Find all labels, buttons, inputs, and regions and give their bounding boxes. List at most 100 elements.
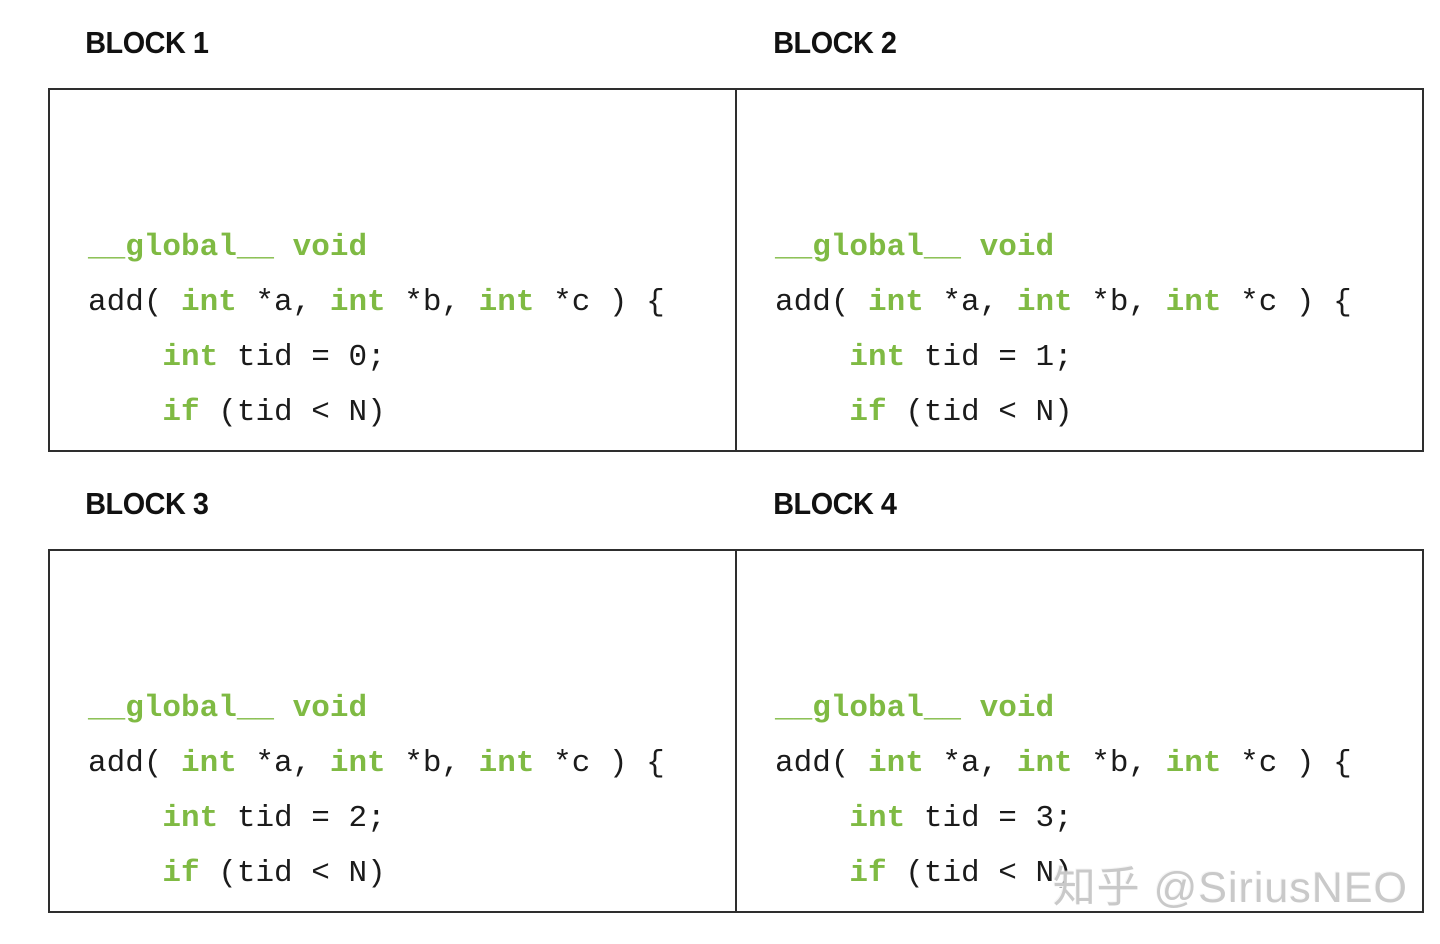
code-keyword: int	[1016, 285, 1073, 320]
code-text: *b,	[1072, 746, 1166, 781]
code-line: __global__ void	[88, 681, 727, 736]
code-keyword: int	[162, 340, 219, 375]
code-line: int tid = 0;	[88, 330, 727, 385]
code-text: add(	[88, 285, 182, 320]
block-4-label: BLOCK 4	[773, 486, 897, 521]
code-keyword: int	[162, 801, 219, 836]
code-text: *b,	[385, 285, 479, 320]
code-text	[775, 340, 849, 375]
code-line: int tid = 3;	[775, 791, 1414, 846]
code-text: tid = 3;	[905, 801, 1073, 836]
code-keyword: int	[329, 285, 386, 320]
code-keyword: int	[181, 285, 237, 320]
code-keyword: int	[478, 285, 535, 320]
code-text: (tid < N)	[886, 395, 1073, 430]
code-keyword: __global__	[88, 691, 275, 726]
block-2-label: BLOCK 2	[773, 25, 897, 60]
code-keyword: void	[292, 230, 368, 265]
code-keyword: if	[849, 395, 887, 430]
code-line: int tid = 1;	[775, 330, 1414, 385]
code-text: *a,	[923, 746, 1017, 781]
code-text: add(	[775, 746, 869, 781]
code-keyword: int	[181, 746, 237, 781]
code-text: *a,	[236, 285, 330, 320]
code-text: add(	[775, 285, 869, 320]
code-line: add( int *a, int *b, int *c ) {	[775, 275, 1414, 330]
code-text: *c ) {	[1221, 746, 1352, 781]
code-text: *c ) {	[534, 285, 665, 320]
code-line: int tid = 2;	[88, 791, 727, 846]
code-keyword: int	[849, 801, 906, 836]
code-line: c[tid] = a[tid] + b[tid];	[88, 440, 727, 450]
code-line: if (tid < N)	[88, 846, 727, 901]
code-line: if (tid < N)	[775, 385, 1414, 440]
code-keyword: int	[1165, 285, 1222, 320]
code-line: c[tid] = a[tid] + b[tid];	[88, 901, 727, 911]
code-line: __global__ void	[775, 220, 1414, 275]
code-line: c[tid] = a[tid] + b[tid];	[775, 440, 1414, 450]
code-line: if (tid < N)	[775, 846, 1414, 901]
code-text: *b,	[385, 746, 479, 781]
code-text	[775, 801, 849, 836]
code-line: __global__ void	[775, 681, 1414, 736]
code-keyword: if	[162, 395, 200, 430]
code-text: *c ) {	[534, 746, 665, 781]
code-keyword: void	[979, 230, 1055, 265]
code-line: add( int *a, int *b, int *c ) {	[88, 736, 727, 791]
block-3-label: BLOCK 3	[85, 486, 209, 521]
code-text	[775, 856, 849, 891]
code-line: add( int *a, int *b, int *c ) {	[88, 275, 727, 330]
code-text: (tid < N)	[199, 395, 386, 430]
labels-row-bottom: BLOCK 3 BLOCK 4	[48, 486, 1424, 521]
code-text: (tid < N)	[886, 856, 1073, 891]
code-text: *a,	[236, 746, 330, 781]
watermark-zhihu: 知乎 @SiriusNEO	[1052, 864, 1408, 911]
code-keyword: __global__	[775, 230, 962, 265]
code-text	[88, 340, 162, 375]
code-keyword: int	[1016, 746, 1073, 781]
code-text: tid = 0;	[218, 340, 386, 375]
block-1-label: BLOCK 1	[85, 25, 209, 60]
code-keyword: int	[849, 340, 906, 375]
code-keyword: __global__	[775, 691, 962, 726]
code-text: add(	[88, 746, 182, 781]
code-text	[88, 801, 162, 836]
labels-row-top: BLOCK 1 BLOCK 2	[48, 25, 1424, 60]
code-keyword: if	[849, 856, 887, 891]
code-text	[274, 230, 293, 265]
code-text: *a,	[923, 285, 1017, 320]
code-text: (tid < N)	[199, 856, 386, 891]
code-text	[961, 230, 980, 265]
code-text: *b,	[1072, 285, 1166, 320]
code-text	[88, 856, 162, 891]
code-text	[274, 691, 293, 726]
code-text	[88, 395, 162, 430]
code-keyword: void	[292, 691, 368, 726]
code-keyword: if	[162, 856, 200, 891]
code-text: *c ) {	[1221, 285, 1352, 320]
code-keyword: int	[868, 285, 924, 320]
code-keyword: __global__	[88, 230, 275, 265]
code-keyword: int	[478, 746, 535, 781]
code-text: tid = 2;	[218, 801, 386, 836]
code-text	[961, 691, 980, 726]
code-keyword: int	[1165, 746, 1222, 781]
code-keyword: void	[979, 691, 1055, 726]
code-text	[775, 395, 849, 430]
code-keyword: int	[329, 746, 386, 781]
code-line: add( int *a, int *b, int *c ) {	[775, 736, 1414, 791]
code-line: __global__ void	[88, 220, 727, 275]
code-line: if (tid < N)	[88, 385, 727, 440]
code-text: tid = 1;	[905, 340, 1073, 375]
